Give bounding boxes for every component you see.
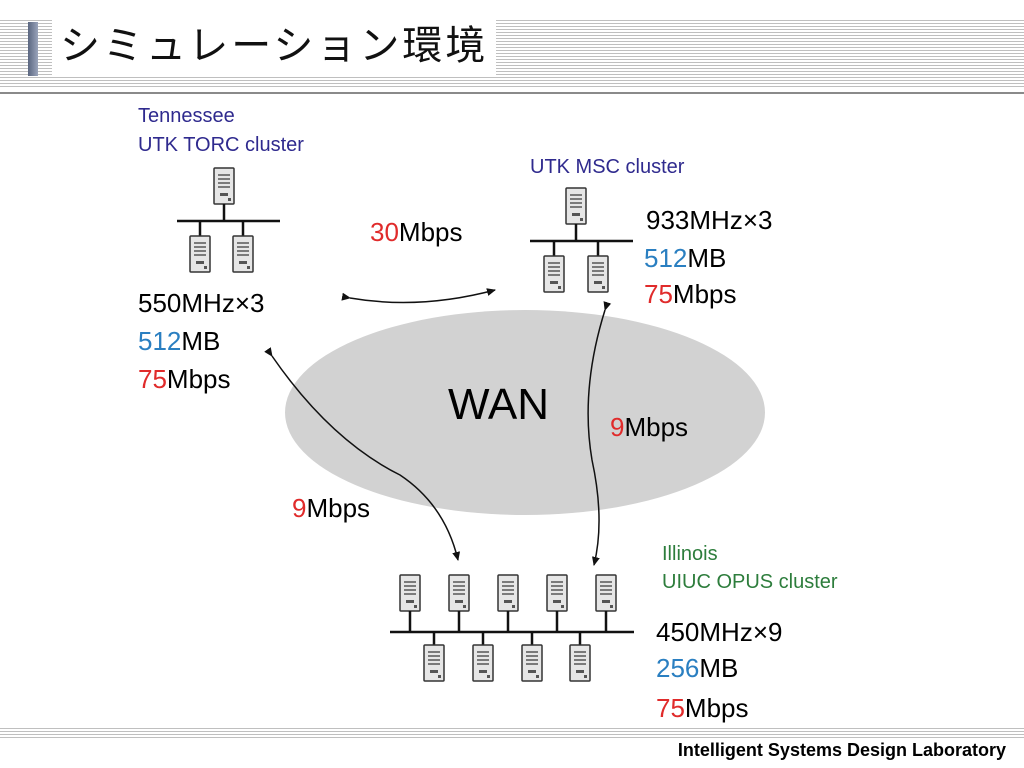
msc-cluster-label: UTK MSC cluster [530, 156, 685, 178]
opus-server-icon [423, 644, 445, 682]
opus-server-icon [521, 644, 543, 682]
link-torc-opus-arrow [264, 347, 461, 561]
torc-bandwidth: 75Mbps [138, 364, 231, 394]
msc-bandwidth: 75Mbps [644, 279, 737, 309]
opus-region-label: Illinois [662, 543, 718, 565]
opus-memory: 256MB [656, 653, 739, 683]
footer-stripes [0, 728, 1024, 740]
link-torc-opus-label: 9Mbps [292, 493, 371, 523]
link-torc-msc-label: 30Mbps [370, 217, 463, 247]
opus-cluster-label: UIUC OPUS cluster [662, 571, 838, 593]
torc-cpu: 550MHz×3 [138, 288, 265, 318]
torc-node-server-icon [232, 235, 254, 273]
torc-region-label: Tennessee [138, 105, 235, 127]
title-divider [0, 92, 1024, 94]
opus-server-icon [595, 574, 617, 612]
torc-memory: 512MB [138, 326, 221, 356]
torc-node-server-icon [189, 235, 211, 273]
torc-cluster [177, 167, 280, 273]
opus-server-icon [546, 574, 568, 612]
link-torc-msc-arrow [341, 288, 496, 304]
slide-title: シミュレーション環境 [52, 16, 497, 76]
opus-cluster [390, 574, 634, 682]
opus-server-icon [399, 574, 421, 612]
opus-bandwidth: 75Mbps [656, 693, 749, 723]
title-accent-bar [28, 22, 38, 76]
torc-cluster-label: UTK TORC cluster [138, 134, 304, 156]
msc-head-server-icon [565, 187, 587, 225]
opus-server-icon [472, 644, 494, 682]
msc-cluster [530, 187, 633, 293]
opus-cpu: 450MHz×9 [656, 617, 783, 647]
opus-server-icon [497, 574, 519, 612]
opus-server-icon [569, 644, 591, 682]
link-msc-opus-label: 9Mbps [610, 412, 689, 442]
footer-lab-name: Intelligent Systems Design Laboratory [675, 740, 1008, 761]
link-msc-opus-arrow [587, 301, 612, 566]
msc-node-server-icon [543, 255, 565, 293]
msc-node-server-icon [587, 255, 609, 293]
msc-memory: 512MB [644, 243, 727, 273]
wan-label: WAN [448, 380, 550, 429]
opus-server-icon [448, 574, 470, 612]
torc-head-server-icon [213, 167, 235, 205]
msc-cpu: 933MHz×3 [646, 205, 773, 235]
